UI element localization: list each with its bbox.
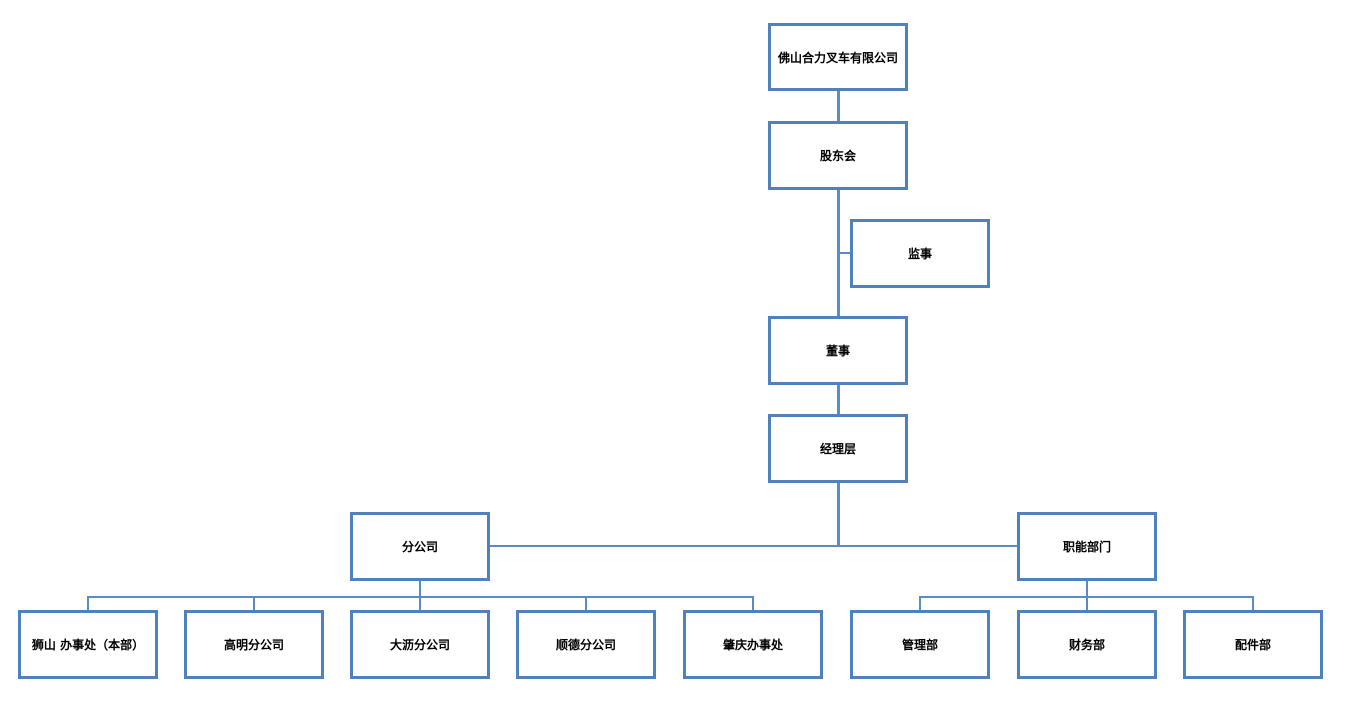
org-node-director: 董事 bbox=[768, 316, 908, 385]
connector-functional-bus bbox=[1086, 581, 1088, 598]
connector-stub-shunde bbox=[585, 596, 587, 611]
connector-company-shareholders bbox=[837, 91, 840, 121]
org-node-dali-branch: 大沥分公司 bbox=[350, 610, 490, 679]
connector-stub-zhaoqing bbox=[752, 596, 754, 611]
connector-stub-management-dept bbox=[919, 596, 921, 611]
connector-stub-finance-dept bbox=[1086, 596, 1088, 611]
connector-spine-supervisor bbox=[838, 252, 850, 254]
connector-crossbar bbox=[490, 545, 1018, 547]
org-node-branch-companies: 分公司 bbox=[350, 512, 490, 581]
org-node-company: 佛山合力叉车有限公司 bbox=[768, 23, 908, 91]
org-node-shareholders: 股东会 bbox=[768, 121, 908, 190]
org-node-supervisor: 监事 bbox=[850, 219, 990, 288]
org-node-management: 经理层 bbox=[768, 414, 908, 483]
connector-stub-shishan bbox=[87, 596, 89, 611]
org-node-management-dept: 管理部 bbox=[850, 610, 990, 679]
org-node-shishan-office: 狮山 办事处（本部） bbox=[18, 610, 158, 679]
org-node-zhaoqing-office: 肇庆办事处 bbox=[683, 610, 823, 679]
connector-director-management bbox=[837, 385, 840, 414]
org-node-parts-dept: 配件部 bbox=[1183, 610, 1323, 679]
connector-branch-bus bbox=[419, 581, 421, 598]
org-node-gaoming-branch: 高明分公司 bbox=[184, 610, 324, 679]
connector-stub-dali bbox=[419, 596, 421, 611]
connector-stub-gaoming bbox=[253, 596, 255, 611]
org-node-functional-departments: 职能部门 bbox=[1017, 512, 1157, 581]
org-node-shunde-branch: 顺德分公司 bbox=[516, 610, 656, 679]
org-node-finance-dept: 财务部 bbox=[1017, 610, 1157, 679]
connector-stub-parts-dept bbox=[1252, 596, 1254, 611]
connector-management-crossbar bbox=[837, 483, 840, 547]
